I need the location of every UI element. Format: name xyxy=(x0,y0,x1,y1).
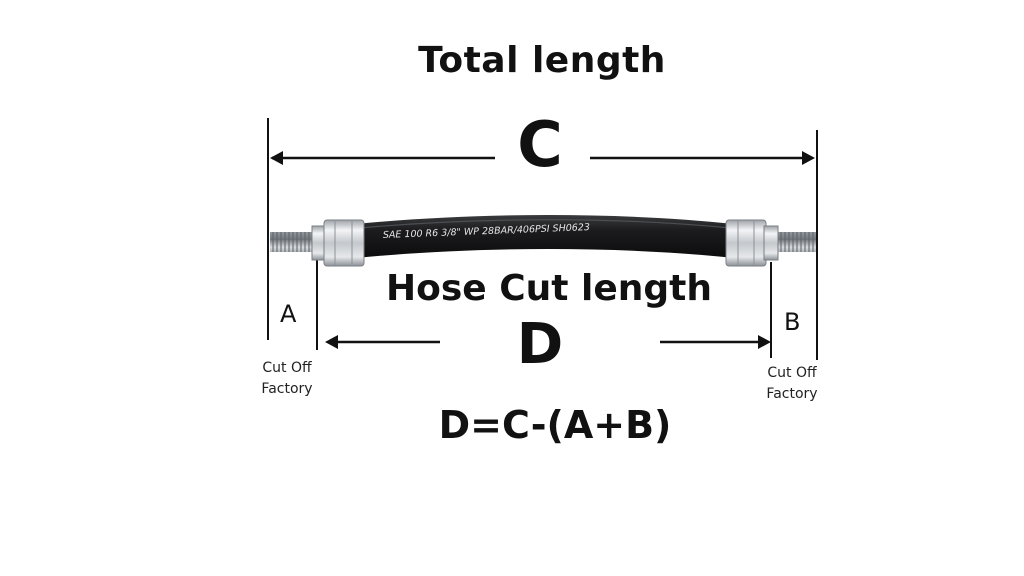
hose-assembly-icon: SAE 100 R6 3/8" WP 28BAR/406PSI SH0623 xyxy=(270,215,816,267)
end-b-note: Cut Off Factory xyxy=(752,363,832,405)
left-fitting xyxy=(311,219,365,267)
end-b-note-line1: Cut Off xyxy=(767,365,817,381)
end-a-note: Cut Off Factory xyxy=(247,358,327,400)
hose-cut-length-title: Hose Cut length xyxy=(386,268,713,309)
total-length-symbol: C xyxy=(517,108,563,181)
cut-length-arrow xyxy=(325,335,771,349)
end-b-label: B xyxy=(784,308,801,336)
hose-body xyxy=(356,215,734,258)
formula: D=C-(A+B) xyxy=(438,403,672,447)
cut-length-symbol: D xyxy=(516,312,564,377)
right-thread xyxy=(772,232,816,252)
end-b-note-line2: Factory xyxy=(766,386,818,402)
end-a-note-line1: Cut Off xyxy=(262,360,312,376)
end-a-note-line2: Factory xyxy=(261,381,313,397)
left-thread xyxy=(270,232,316,252)
right-fitting xyxy=(725,219,779,267)
total-length-arrow xyxy=(270,151,815,165)
total-length-title: Total length xyxy=(418,40,666,81)
end-a-label: A xyxy=(280,300,297,328)
